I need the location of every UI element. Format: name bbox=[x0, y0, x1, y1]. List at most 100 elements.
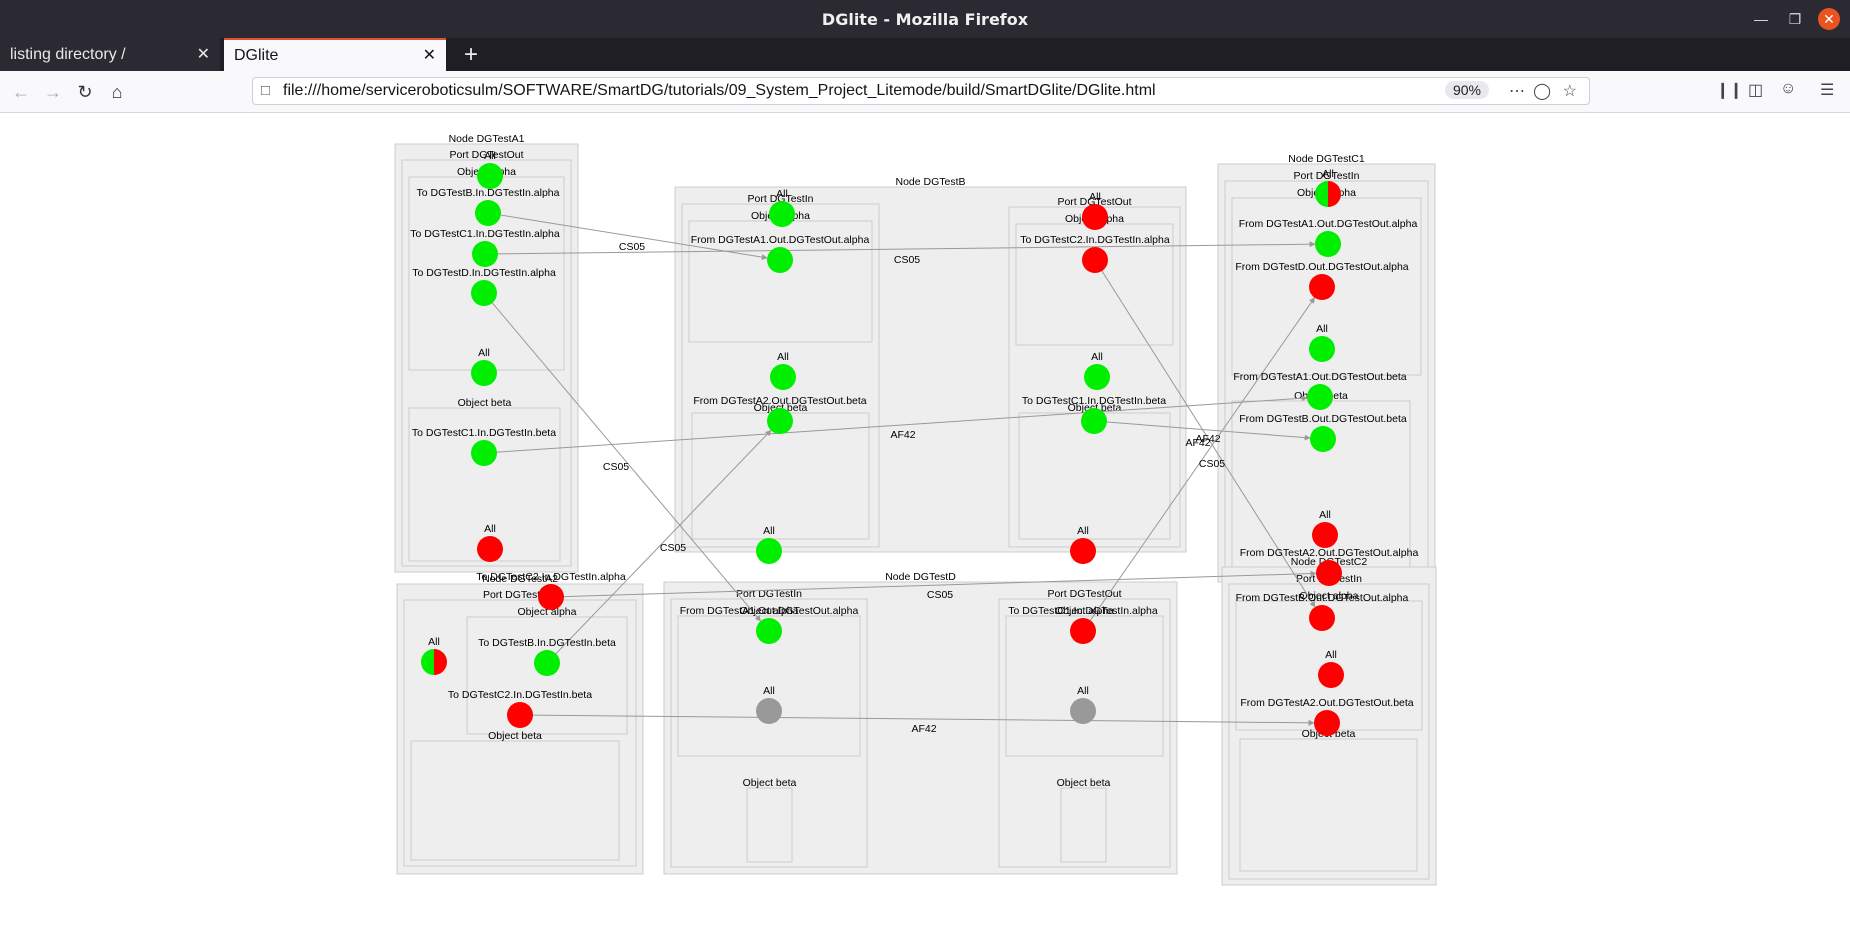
status-circle-A1b_toC1[interactable] bbox=[471, 440, 497, 466]
pocket-icon[interactable]: ◯ bbox=[1533, 83, 1551, 100]
status-circle-Bib_fromA2[interactable] bbox=[767, 408, 793, 434]
status-circle-C1_fromA1[interactable] bbox=[1315, 231, 1341, 257]
node-label: To DGTestC1.In.DGTestIn.beta bbox=[1022, 395, 1166, 407]
node-label: All bbox=[478, 347, 490, 359]
cluster-C2ib bbox=[1239, 738, 1418, 872]
page-actions-icon[interactable]: ⋯ bbox=[1509, 83, 1525, 100]
reload-icon[interactable]: ↻ bbox=[77, 82, 93, 102]
edge-label: CS05 bbox=[1199, 458, 1225, 470]
edge-label: CS05 bbox=[619, 241, 645, 253]
node-label: To DGTestC1.In.DGTestIn.alpha bbox=[410, 228, 560, 240]
status-circle-A1_all[interactable] bbox=[477, 163, 503, 189]
cluster-label: Node DGTestC1 bbox=[1288, 153, 1365, 165]
status-circle-Do_all[interactable] bbox=[1070, 538, 1096, 564]
node-label: From DGTestB.Out.DGTestOut.beta bbox=[1239, 413, 1407, 425]
node-label: To DGTestC2.In.DGTestIn.beta bbox=[448, 689, 592, 701]
edge-A1b_toC1-C1b_fromA1 bbox=[496, 395, 1308, 453]
tab-dglite[interactable]: DGlite ✕ bbox=[224, 38, 446, 71]
status-circle-A1_toB[interactable] bbox=[475, 200, 501, 226]
status-circle-A1_toC1[interactable] bbox=[472, 241, 498, 267]
node-label: All bbox=[1091, 351, 1103, 363]
edge-A1_toC1-C1_fromA1 bbox=[497, 241, 1316, 255]
status-circle-Bob_toC1[interactable] bbox=[1081, 408, 1107, 434]
tab-listing-directory[interactable]: listing directory / ✕ bbox=[0, 38, 220, 71]
cluster-Bob bbox=[1018, 412, 1171, 540]
tab-label: listing directory / bbox=[10, 46, 126, 63]
status-circle-A1b_all[interactable] bbox=[471, 360, 497, 386]
node-label: From DGTestA2.Out.DGTestOut.alpha bbox=[1240, 547, 1419, 559]
close-tab-icon[interactable]: ✕ bbox=[422, 47, 436, 64]
status-circle-C1_fromD[interactable] bbox=[1309, 274, 1335, 300]
edge-label: AF42 bbox=[1185, 437, 1210, 449]
status-circle-Bob_all[interactable] bbox=[1084, 364, 1110, 390]
new-tab-icon[interactable]: + bbox=[463, 41, 478, 68]
status-circle-C1_all-left[interactable] bbox=[1315, 181, 1328, 207]
menu-icon[interactable]: ☰ bbox=[1820, 82, 1835, 99]
forward-icon[interactable]: → bbox=[44, 82, 62, 102]
cluster-label: Node DGTestA1 bbox=[449, 133, 525, 145]
cluster-label: Node DGTestA2 bbox=[482, 573, 558, 585]
account-icon[interactable]: ☺ bbox=[1780, 80, 1797, 97]
status-circle-A2_all[interactable] bbox=[477, 536, 503, 562]
status-circle-Di_all[interactable] bbox=[756, 538, 782, 564]
status-circle-Bi_fromA1[interactable] bbox=[767, 247, 793, 273]
status-circle-C1b_all[interactable] bbox=[1309, 336, 1335, 362]
library-icon[interactable]: ❙❙ bbox=[1716, 82, 1743, 99]
node-label: All bbox=[777, 351, 789, 363]
status-circle-A2b_all-right[interactable] bbox=[434, 649, 447, 675]
status-circle-Bi_all[interactable] bbox=[769, 201, 795, 227]
status-circle-Dob_all[interactable] bbox=[1070, 698, 1096, 724]
cluster-label: Port DGTestOut bbox=[1047, 588, 1121, 600]
node-label: From DGTestA1.Out.DGTestOut.alpha bbox=[1239, 218, 1418, 230]
node-label: All bbox=[1325, 649, 1337, 661]
close-window-icon[interactable]: ✕ bbox=[1818, 8, 1840, 30]
node-label: From DGTestD.Out.DGTestOut.alpha bbox=[1235, 261, 1408, 273]
edge-label: CS05 bbox=[894, 254, 920, 266]
edge-label: AF42 bbox=[890, 429, 915, 441]
node-label: From DGTestB.Out.DGTestOut.alpha bbox=[1236, 592, 1409, 604]
url-bar[interactable]: □ file:///home/serviceroboticsulm/SOFTWA… bbox=[252, 77, 1590, 105]
close-tab-icon[interactable]: ✕ bbox=[196, 46, 210, 63]
status-circle-C1b_fromA1[interactable] bbox=[1307, 384, 1333, 410]
status-circle-C2b_all[interactable] bbox=[1318, 662, 1344, 688]
status-circle-C2b_fromA2[interactable] bbox=[1314, 710, 1340, 736]
cluster-Boa bbox=[1015, 223, 1174, 346]
status-circle-A2b_all-left[interactable] bbox=[421, 649, 434, 675]
status-circle-A1_toD[interactable] bbox=[471, 280, 497, 306]
cluster-label: Node DGTestB bbox=[895, 176, 965, 188]
status-circle-Dib_all[interactable] bbox=[756, 698, 782, 724]
window-titlebar: DGlite - Mozilla Firefox — ❐ ✕ bbox=[0, 0, 1850, 38]
status-circle-C1_all-right[interactable] bbox=[1328, 181, 1341, 207]
node-label: All bbox=[763, 525, 775, 537]
edge-Do_toC1-C1_fromD bbox=[1090, 297, 1315, 621]
status-circle-C2_fromA2[interactable] bbox=[1316, 560, 1342, 586]
edge-A2_toC2-C2_fromA2 bbox=[563, 570, 1317, 598]
status-circle-A2b_toB[interactable] bbox=[534, 650, 560, 676]
node-label: All bbox=[776, 188, 788, 200]
node-label: All bbox=[1319, 509, 1331, 521]
node-label: All bbox=[1322, 168, 1334, 180]
status-circle-A2b_toC2[interactable] bbox=[507, 702, 533, 728]
status-circle-Do_toC1[interactable] bbox=[1070, 618, 1096, 644]
home-icon[interactable]: ⌂ bbox=[111, 82, 123, 102]
status-circle-C2_all[interactable] bbox=[1312, 522, 1338, 548]
status-circle-C2_fromB[interactable] bbox=[1309, 605, 1335, 631]
bookmark-star-icon[interactable]: ☆ bbox=[1562, 83, 1577, 100]
status-circle-C1b_fromB[interactable] bbox=[1310, 426, 1336, 452]
minimize-icon[interactable]: — bbox=[1754, 11, 1768, 27]
maximize-icon[interactable]: ❐ bbox=[1788, 11, 1802, 27]
zoom-level[interactable]: 90% bbox=[1444, 81, 1489, 99]
status-circle-Di_fromA1[interactable] bbox=[756, 618, 782, 644]
node-label: All bbox=[428, 636, 440, 648]
cluster-Dob bbox=[1060, 787, 1107, 863]
sidebar-icon[interactable]: ◫ bbox=[1748, 82, 1764, 99]
status-circle-Bo_toC2[interactable] bbox=[1082, 247, 1108, 273]
navigation-toolbar: ← → ↻ ⌂ □ file:///home/serviceroboticsul… bbox=[0, 71, 1850, 113]
node-label: To DGTestC1.In.DGTestIn.beta bbox=[412, 427, 556, 439]
status-circle-Bo_all[interactable] bbox=[1082, 204, 1108, 230]
status-circle-Bib_all[interactable] bbox=[770, 364, 796, 390]
cluster-label: Port DGTestOut bbox=[1057, 196, 1131, 208]
status-circle-A2_toC2[interactable] bbox=[538, 584, 564, 610]
back-icon[interactable]: ← bbox=[12, 82, 30, 102]
